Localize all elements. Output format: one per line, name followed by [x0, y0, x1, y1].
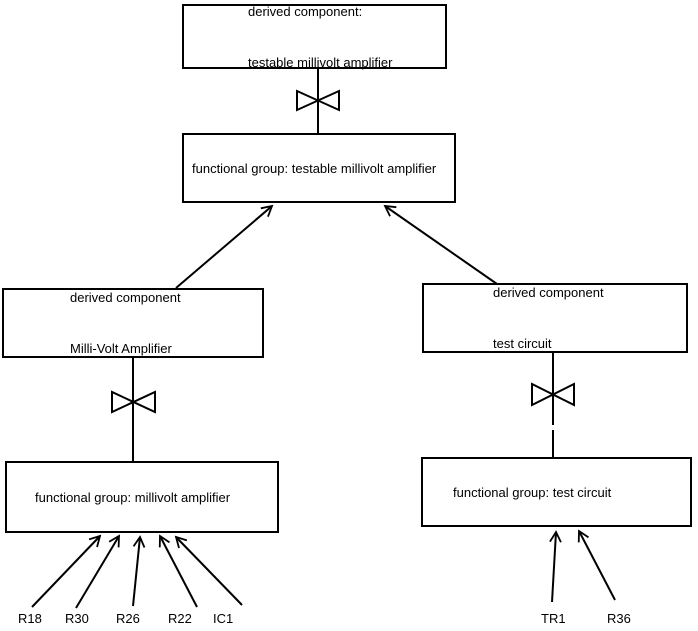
node-text-line: derived component: [493, 285, 604, 300]
node-fg-millivolt-amplifier: functional group: millivolt amplifier: [5, 461, 279, 533]
label-tr1: TR1: [541, 611, 566, 626]
node-text-line: test circuit: [493, 336, 552, 351]
arrow-millivolt-to-fg-testable: [175, 204, 274, 289]
node-derived-test-circuit: derived component test circuit: [422, 283, 688, 353]
bowtie-icon-right: [531, 382, 575, 407]
label-r26: R26: [116, 611, 140, 626]
arrow-r22: [158, 534, 198, 608]
node-text-line: functional group: millivolt amplifier: [35, 489, 231, 505]
label-r18: R18: [18, 611, 42, 626]
bowtie-icon-top: [296, 89, 340, 112]
node-text-line: testable millivolt amplifier: [248, 54, 393, 70]
arrow-r18: [31, 534, 102, 608]
node-derived-testable-amplifier: derived component: testable millivolt am…: [182, 3, 447, 70]
arrow-testcircuit-to-fg-testable: [383, 204, 498, 285]
arrow-r26: [132, 535, 146, 607]
node-text-line: derived component: [70, 290, 181, 305]
bowtie-icon-left: [111, 390, 156, 414]
arrow-tr1: [549, 530, 562, 603]
node-derived-millivolt-amplifier: derived component Milli-Volt Amplifier: [2, 288, 264, 358]
arrow-r30: [75, 534, 120, 609]
label-r36: R36: [607, 611, 631, 626]
node-text-line: functional group: test circuit: [453, 484, 612, 500]
label-r22: R22: [168, 611, 192, 626]
arrow-ic1: [174, 535, 243, 606]
node-fg-testable-amplifier: functional group: testable millivolt amp…: [182, 133, 456, 203]
arrow-r36: [577, 529, 616, 601]
node-text-line: functional group: testable millivolt amp…: [192, 160, 437, 176]
node-text-line: derived component:: [248, 3, 363, 19]
node-text-line: Milli-Volt Amplifier: [70, 341, 172, 356]
label-ic1: IC1: [213, 611, 234, 626]
node-fg-test-circuit: functional group: test circuit: [421, 457, 692, 527]
label-r30: R30: [65, 611, 89, 626]
